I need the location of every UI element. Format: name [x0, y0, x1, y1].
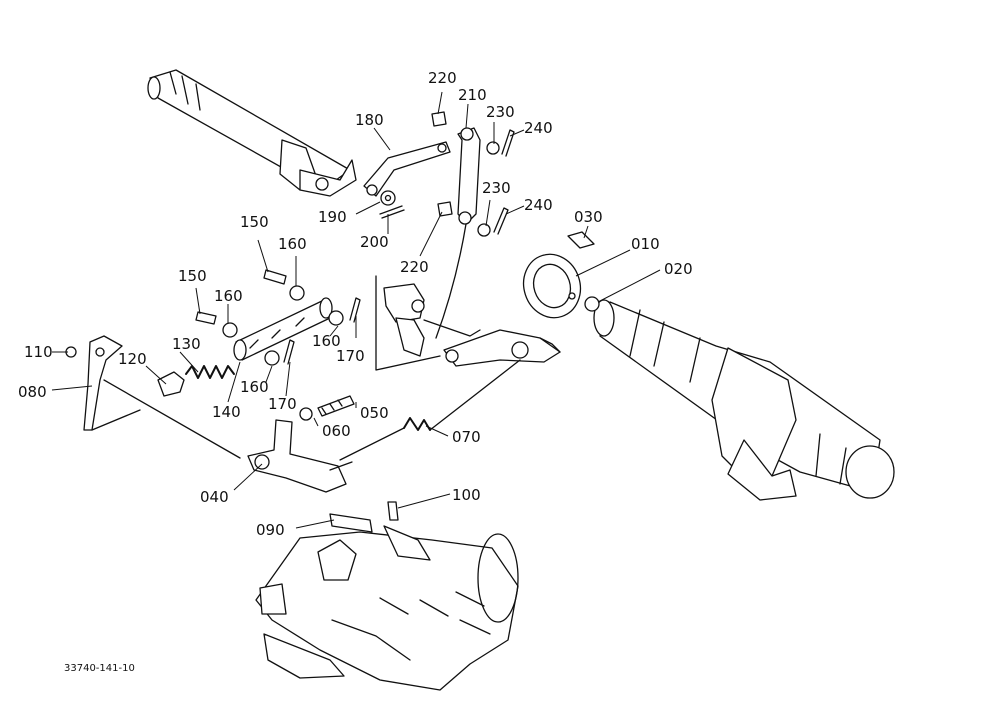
callout-020: 020: [664, 260, 693, 278]
callout-190: 190: [318, 208, 347, 226]
callout-060: 060: [322, 422, 351, 440]
callout-130: 130: [172, 335, 201, 353]
bolt-050-thread: [321, 399, 343, 415]
cotter-170-a: [349, 297, 361, 323]
washer-160-b: [222, 322, 238, 338]
center-lever: [383, 283, 481, 357]
leader-lines: [51, 91, 661, 529]
callout-180: 180: [355, 111, 384, 129]
lever-080: [83, 335, 123, 431]
callout-210: 210: [458, 86, 487, 104]
pin-100: [387, 501, 399, 521]
washer-060: [299, 407, 313, 421]
callout-030: 030: [574, 208, 603, 226]
washer-160-d: [264, 350, 280, 366]
pin-150-upper: [263, 269, 287, 285]
spring-070: [403, 417, 431, 431]
right-shaft-housing: [593, 299, 895, 501]
spring-130: [185, 365, 235, 379]
transmission-case: [255, 525, 519, 691]
link-210: [457, 127, 481, 225]
callout-170-b: 170: [268, 395, 297, 413]
callout-090: 090: [256, 521, 285, 539]
callout-140: 140: [212, 403, 241, 421]
spring-070-links: [339, 359, 521, 461]
callout-110: 110: [24, 343, 53, 361]
bolt-050: [317, 395, 355, 417]
lower-arm: [443, 329, 561, 367]
pin-220-lower: [437, 201, 453, 217]
callout-040: 040: [200, 488, 229, 506]
washer-160-a: [289, 285, 305, 301]
washer-160-c: [328, 310, 344, 326]
callout-120: 120: [118, 350, 147, 368]
callout-150-upper: 150: [240, 213, 269, 231]
washer-230-upper: [486, 141, 500, 155]
cotter-240-lower: [493, 207, 509, 235]
callout-100: 100: [452, 486, 481, 504]
callout-070: 070: [452, 428, 481, 446]
callout-240-lower: 240: [524, 196, 553, 214]
pin-220-upper: [431, 111, 447, 127]
washer-020: [584, 296, 600, 312]
callout-230-lower: 230: [482, 179, 511, 197]
lever-080-leaders: [91, 379, 241, 459]
guide-bracket: [375, 275, 441, 371]
upper-shaft: [147, 69, 357, 197]
washer-230-lower: [477, 223, 491, 237]
pin-200: [379, 205, 405, 219]
bolt-030: [567, 231, 595, 249]
callout-160-b: 160: [214, 287, 243, 305]
cotter-240-upper: [501, 129, 515, 157]
washer-190: [380, 190, 396, 206]
callout-050: 050: [360, 404, 389, 422]
rod-end-120: [157, 371, 185, 397]
lever-040: [247, 419, 353, 493]
callout-160-a: 160: [278, 235, 307, 253]
callout-220-lower: 220: [400, 258, 429, 276]
callout-170-a: 170: [336, 347, 365, 365]
callout-080: 080: [18, 383, 47, 401]
link-180: [363, 141, 451, 197]
callout-160-c: 160: [312, 332, 341, 350]
cotter-170-b: [283, 339, 295, 365]
pin-090: [329, 513, 373, 533]
drawing-code: 33740-141-10: [64, 663, 135, 674]
callout-150-lower: 150: [178, 267, 207, 285]
callout-160-d: 160: [240, 378, 269, 396]
connecting-rod: [435, 223, 467, 339]
gasket-010: [522, 253, 582, 319]
callout-240-upper: 240: [524, 119, 553, 137]
cross-shaft-140: [233, 297, 333, 361]
callout-010: 010: [631, 235, 660, 253]
callout-230-upper: 230: [486, 103, 515, 121]
callout-labels: 010 020 030 040 050 060 070 080 090 100 …: [18, 69, 693, 539]
callout-200: 200: [360, 233, 389, 251]
pin-150-lower: [195, 311, 217, 325]
callout-220-upper: 220: [428, 69, 457, 87]
